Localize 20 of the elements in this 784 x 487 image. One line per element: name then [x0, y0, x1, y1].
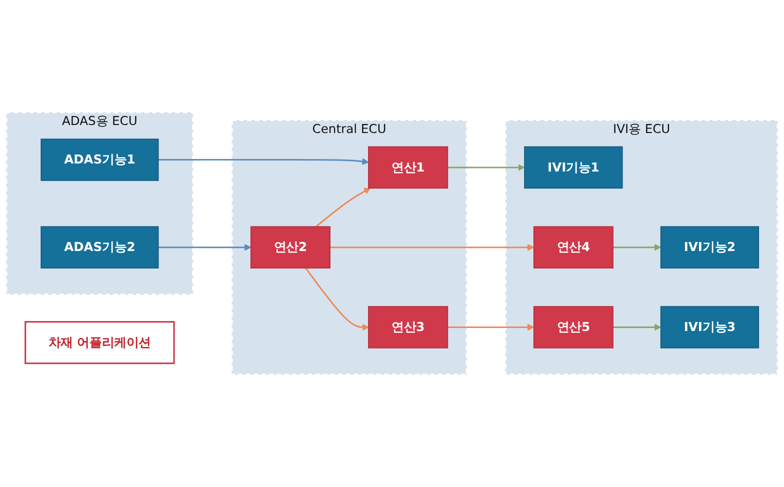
node-box: 차재 어플리케이션	[24, 321, 175, 364]
arrow	[316, 188, 371, 228]
node-box: ADAS기능2	[40, 226, 159, 268]
arrow	[448, 164, 525, 171]
arrow	[305, 268, 369, 331]
arrow	[613, 244, 662, 251]
node-box: IVI기능3	[660, 306, 760, 348]
node-box: IVI기능1	[524, 146, 623, 189]
node-box: 연산1	[368, 146, 448, 189]
arrow	[448, 324, 534, 331]
node-box: 연산5	[533, 306, 614, 348]
node-box: 연산2	[250, 226, 330, 268]
node-box: IVI기능2	[660, 226, 760, 268]
arrow	[330, 244, 534, 251]
node-box: 연산4	[533, 226, 614, 268]
arrow	[158, 244, 252, 251]
node-box: 연산3	[368, 306, 448, 348]
arrow	[158, 158, 369, 165]
node-box: ADAS기능1	[40, 138, 159, 181]
arrow	[613, 324, 662, 331]
